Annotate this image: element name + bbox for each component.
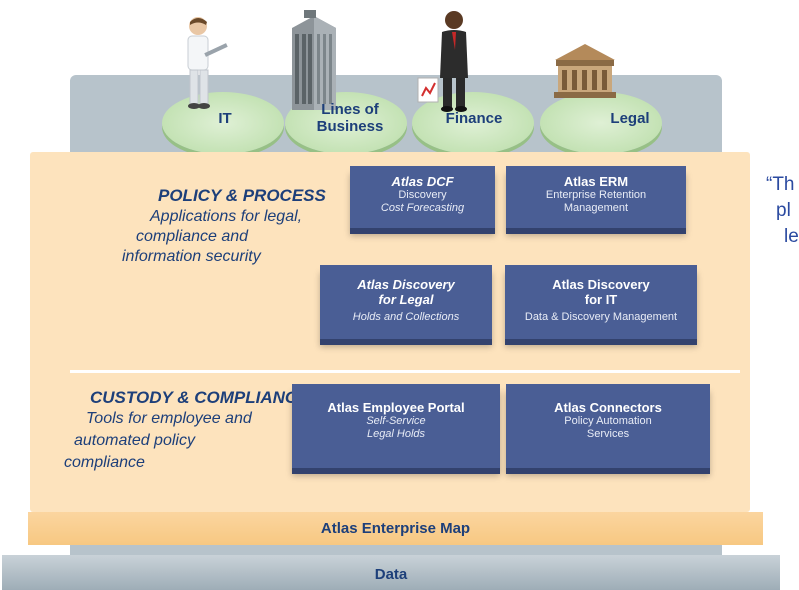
- stakeholder-label-it: IT: [218, 110, 232, 127]
- courthouse-icon: [554, 44, 616, 98]
- atlas-employee-portal-sub1: Self-Service: [366, 415, 426, 427]
- enterprise-map-edge: [28, 512, 763, 545]
- atlas-connectors-box[interactable]: Atlas Connectors Policy Automation Servi…: [506, 384, 710, 468]
- stakeholder-label-lines-of-business: Lines of Business: [316, 101, 384, 135]
- atlas-discovery-it-sub1: Data & Discovery Management: [524, 311, 678, 323]
- custody-line-2: automated policy: [74, 432, 195, 449]
- stakeholder-label-finance: Finance: [445, 110, 503, 127]
- atlas-employee-portal-sub2: Legal Holds: [366, 428, 426, 440]
- atlas-connectors-sub1: Policy Automation: [564, 415, 652, 427]
- atlas-employee-portal-box[interactable]: Atlas Employee Portal Self-Service Legal…: [292, 384, 500, 468]
- quote-fragment-2: pl: [776, 200, 791, 221]
- atlas-erm-sub2: Management: [563, 202, 629, 214]
- office-building-icon: [292, 10, 336, 110]
- atlas-erm-box[interactable]: Atlas ERM Enterprise Retention Managemen…: [506, 166, 686, 228]
- quote-fragment-1: “Th: [766, 174, 795, 195]
- atlas-erm-title: Atlas ERM: [563, 174, 629, 189]
- atlas-discovery-legal-sub1: Holds and Collections: [352, 311, 460, 323]
- custody-section-title: CUSTODY & COMPLIANCE: [90, 388, 309, 407]
- atlas-discovery-it-box[interactable]: Atlas Discovery for IT Data & Discovery …: [505, 265, 697, 339]
- section-divider: [70, 370, 740, 373]
- enterprise-map-label: Atlas Enterprise Map: [320, 520, 471, 537]
- custody-line-1: Tools for employee and: [86, 410, 252, 427]
- atlas-discovery-it-title1: Atlas Discovery: [552, 277, 650, 292]
- atlas-connectors-title: Atlas Connectors: [554, 400, 662, 415]
- data-layer-label: Data: [374, 566, 408, 583]
- atlas-discovery-legal-title1: Atlas Discovery: [357, 277, 455, 292]
- disc-legal: [540, 92, 662, 154]
- data-layer: [2, 555, 780, 590]
- policy-line-2: compliance and: [136, 228, 249, 245]
- atlas-discovery-it-title2: for IT: [584, 292, 618, 307]
- policy-line-3: information security: [122, 248, 261, 265]
- policy-section-title: POLICY & PROCESS: [158, 186, 326, 205]
- atlas-dcf-sub2: Cost Forecasting: [380, 202, 465, 214]
- atlas-connectors-sub2: Services: [586, 428, 630, 440]
- atlas-dcf-title: Atlas DCF: [391, 174, 454, 189]
- atlas-dcf-sub1: Discovery: [398, 189, 447, 201]
- custody-line-3: compliance: [64, 454, 145, 471]
- atlas-discovery-legal-box[interactable]: Atlas Discovery for Legal Holds and Coll…: [320, 265, 492, 339]
- stakeholder-label-legal: Legal: [610, 110, 650, 127]
- atlas-employee-portal-title: Atlas Employee Portal: [327, 400, 465, 415]
- atlas-discovery-legal-title2: for Legal: [378, 292, 434, 307]
- policy-line-1: Applications for legal,: [150, 208, 303, 225]
- disc-it: [162, 92, 284, 154]
- quote-fragment-3: le: [784, 226, 799, 247]
- businessman-chart-icon: [417, 11, 468, 112]
- atlas-erm-sub1: Enterprise Retention: [545, 189, 647, 201]
- atlas-dcf-box[interactable]: Atlas DCF Discovery Cost Forecasting: [350, 166, 495, 228]
- person-laptop-icon: [187, 17, 228, 109]
